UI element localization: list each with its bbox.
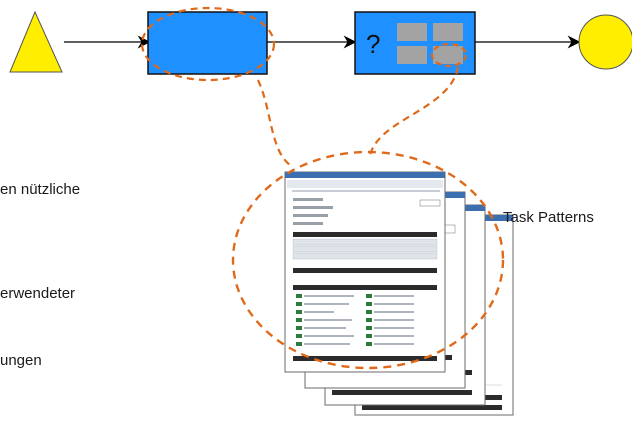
left-text-line-1: en nützliche (0, 181, 81, 198)
sub-box-2 (433, 23, 463, 41)
left-text-line-2: erwendeter (0, 285, 76, 302)
task-pattern-window-stack (284, 171, 514, 416)
connector-left (257, 79, 291, 166)
sub-box-4 (433, 46, 463, 64)
pattern-window-1 (284, 171, 446, 373)
task2-question-mark: ? (366, 29, 380, 59)
highlight-ellipse-task1 (140, 6, 276, 82)
end-circle (578, 14, 632, 70)
sub-box-3 (397, 46, 427, 64)
highlight-ellipse-windows (231, 150, 505, 370)
connector-right (368, 66, 460, 156)
sub-box-1 (397, 23, 427, 41)
task1-box (147, 11, 268, 75)
left-text-line-3: ungen (0, 352, 42, 369)
task-patterns-label: Task Patterns (503, 209, 594, 226)
highlight-ellipse-subbox (430, 42, 468, 68)
start-triangle (9, 10, 63, 73)
